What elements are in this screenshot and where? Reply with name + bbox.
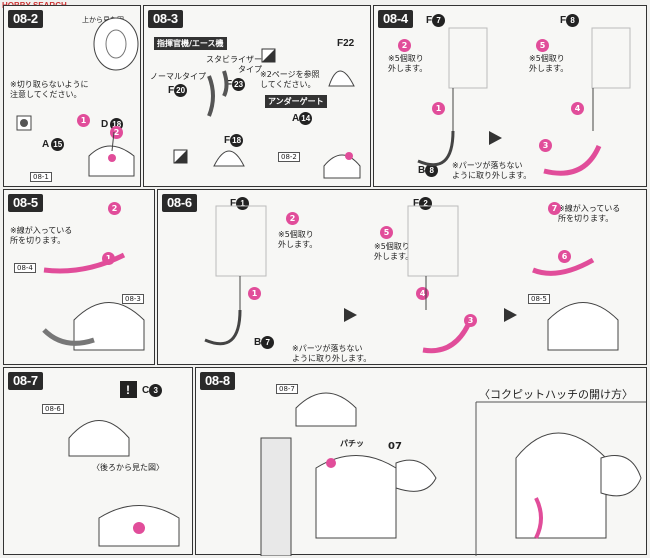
page2-ref-note: ※2ページを参照 してください。 — [260, 70, 320, 89]
step-num-5: 5 — [380, 226, 393, 239]
cut-line-note: ※線が入っている 所を切ります。 — [10, 226, 73, 245]
ref-tag: 08-2 — [278, 152, 300, 162]
runner-diagram — [204, 205, 619, 354]
part-F22-label: F22 — [337, 38, 355, 49]
runner-diagram — [417, 27, 631, 176]
body-assembly-diagram — [260, 392, 646, 556]
step-label: 08-6 — [162, 194, 197, 212]
under-gate-label: アンダーゲート — [265, 95, 327, 108]
cut5-note-a: ※5個取り 外します。 — [278, 230, 318, 249]
step-num-3: 3 — [539, 139, 552, 152]
head-part-diagram — [16, 17, 139, 177]
head-back-diagram: ! — [68, 381, 180, 547]
step-num-4: 4 — [571, 102, 584, 115]
cut-line-note: ※線が入っている 所を切ります。 — [558, 204, 621, 223]
step-label: 08-7 — [8, 372, 43, 390]
panel-08-8: 08-8 08-7 パチッ 07 〈コクピットハッチの開け方〉 — [195, 367, 647, 556]
ref-tag-6: 08-6 — [42, 404, 64, 414]
step-num-2: 2 — [108, 202, 121, 215]
step-num-2: 2 — [286, 212, 299, 225]
step-num-7: 7 — [548, 202, 561, 215]
svg-text:!: ! — [126, 383, 130, 397]
step-label: 08-5 — [8, 194, 43, 212]
cut5-note-b: ※5個取り 外します。 — [374, 242, 414, 261]
step-label: 08-4 — [378, 10, 413, 28]
panel-08-5: 08-5 ※線が入っている 所を切ります。 2 1 08-4 08-3 — [3, 189, 155, 365]
hose-diagram — [42, 252, 145, 351]
pachi-sound: パチッ — [340, 439, 364, 448]
step-num-2: 2 — [398, 39, 411, 52]
cut5-note-b: ※5個取り 外します。 — [529, 54, 569, 73]
ref-tag: 08-1 — [30, 172, 52, 182]
ref-tag-3: 08-3 — [122, 294, 144, 304]
back-view-label: 〈後ろから見た図〉 — [92, 463, 164, 472]
step-num-5: 5 — [536, 39, 549, 52]
stabilizer-label: スタビライザー タイプ — [206, 55, 262, 74]
step-label: 08-3 — [148, 10, 183, 28]
step-label: 08-8 — [200, 372, 235, 390]
step-num-6: 6 — [558, 250, 571, 263]
header-label: 指揮官機/エース機 — [154, 37, 227, 50]
cut5-note-a: ※5個取り 外します。 — [388, 54, 428, 73]
ref-tag-4: 08-4 — [14, 263, 36, 273]
step-num-1: 1 — [248, 287, 261, 300]
step-label: 08-2 — [8, 10, 43, 28]
step-num-3: 3 — [464, 314, 477, 327]
drop-note: ※パーツが落ちない ように取り外します。 — [292, 344, 372, 363]
top-view-note: 上から見た図 — [82, 16, 124, 24]
ref-tag-7: 08-7 — [276, 384, 298, 394]
part-07-label: 07 — [388, 441, 402, 452]
normal-label: ノーマルタイプ — [150, 72, 206, 81]
stabilizer-diagram — [173, 48, 361, 179]
step-num-1: 1 — [77, 114, 90, 127]
ref-tag-5: 08-5 — [528, 294, 550, 304]
step-num-1: 1 — [432, 102, 445, 115]
drop-note: ※パーツが落ちない ように取り外します。 — [452, 161, 532, 180]
warning-note: ※切り取らないように 注意してください。 — [10, 80, 89, 99]
hatch-title: 〈コクピットハッチの開け方〉 — [479, 388, 633, 401]
